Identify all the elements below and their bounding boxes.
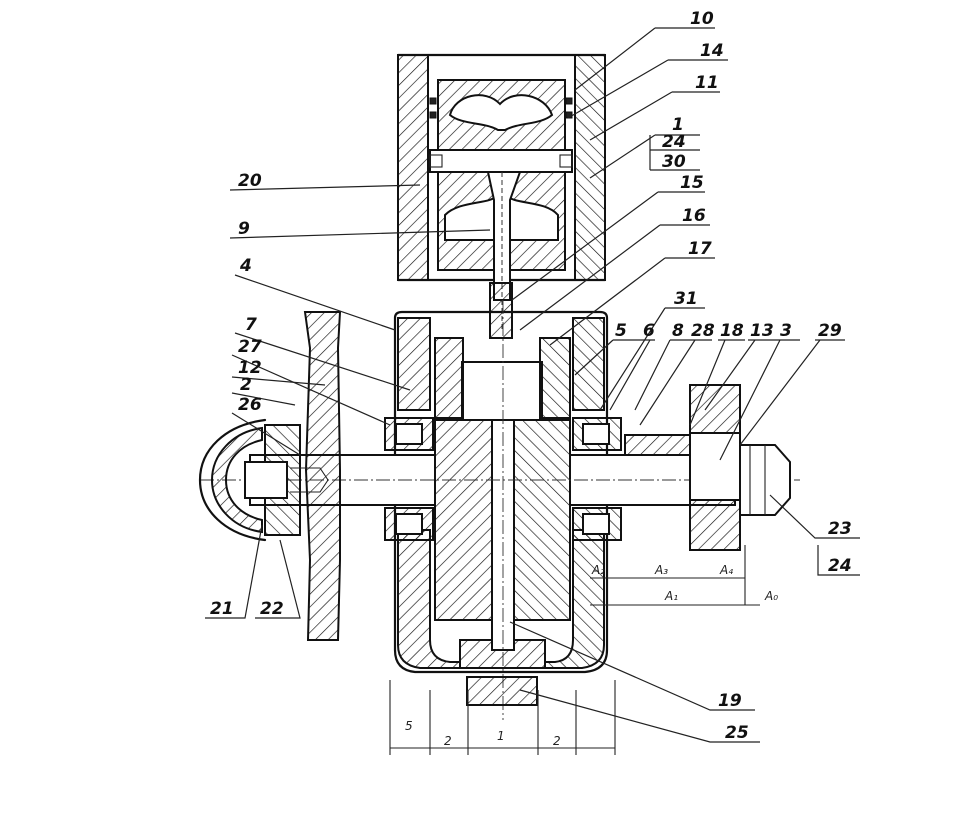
callout-24-top: 24 — [662, 132, 686, 152]
callout-28: 28 — [691, 321, 715, 341]
dim-a4: A₄ — [719, 563, 733, 577]
callout-16: 16 — [682, 206, 706, 226]
callout-18: 18 — [720, 321, 744, 341]
dim-a1: A₁ — [664, 589, 678, 603]
flywheel-left — [198, 311, 342, 641]
dim-a3: A₃ — [654, 563, 668, 577]
callout-19: 19 — [718, 691, 742, 711]
callout-1: 1 — [672, 115, 684, 135]
dim-a0: A₀ — [764, 589, 778, 603]
callout-12: 12 — [238, 358, 262, 378]
callout-15: 15 — [680, 173, 704, 193]
callout-25: 25 — [725, 723, 749, 743]
dim-b2b: 2 — [553, 734, 561, 748]
connecting-rod — [489, 282, 513, 339]
callout-29: 29 — [818, 321, 842, 341]
callout-26: 26 — [238, 395, 262, 415]
dim-b5: 5 — [405, 719, 413, 733]
callout-4: 4 — [239, 256, 252, 276]
callout-14: 14 — [700, 41, 724, 61]
callout-22: 22 — [260, 599, 284, 619]
callout-10: 10 — [690, 9, 714, 29]
crankcase-section — [384, 300, 622, 720]
leader-lines — [205, 27, 860, 743]
dim-a2: A₂ — [591, 563, 605, 577]
callout-13: 13 — [750, 321, 774, 341]
callout-7: 7 — [245, 315, 257, 335]
callout-9: 9 — [238, 219, 250, 239]
callout-20: 20 — [238, 171, 262, 191]
callout-11: 11 — [695, 73, 719, 93]
callout-23: 23 — [828, 519, 852, 539]
callout-8: 8 — [672, 321, 684, 341]
callout-24-right: 24 — [828, 556, 852, 576]
callout-6: 6 — [643, 321, 655, 341]
callout-27: 27 — [238, 337, 262, 357]
callout-30: 30 — [662, 152, 686, 172]
callout-5: 5 — [615, 321, 627, 341]
callout-21: 21 — [210, 599, 234, 619]
callout-labels: 10 14 11 1 24 30 20 15 9 16 4 17 31 7 27… — [210, 9, 852, 743]
callout-3: 3 — [780, 321, 792, 341]
callout-31: 31 — [674, 289, 698, 309]
cylinder-section — [396, 53, 607, 330]
callout-2: 2 — [240, 375, 252, 395]
dim-b1: 1 — [497, 729, 505, 743]
callout-17: 17 — [688, 239, 712, 259]
sprocket-right — [624, 384, 791, 551]
dim-b2: 2 — [444, 734, 452, 748]
dimension-lines: A₂ A₃ A₄ A₁ A₀ 5 2 1 2 — [389, 545, 778, 755]
